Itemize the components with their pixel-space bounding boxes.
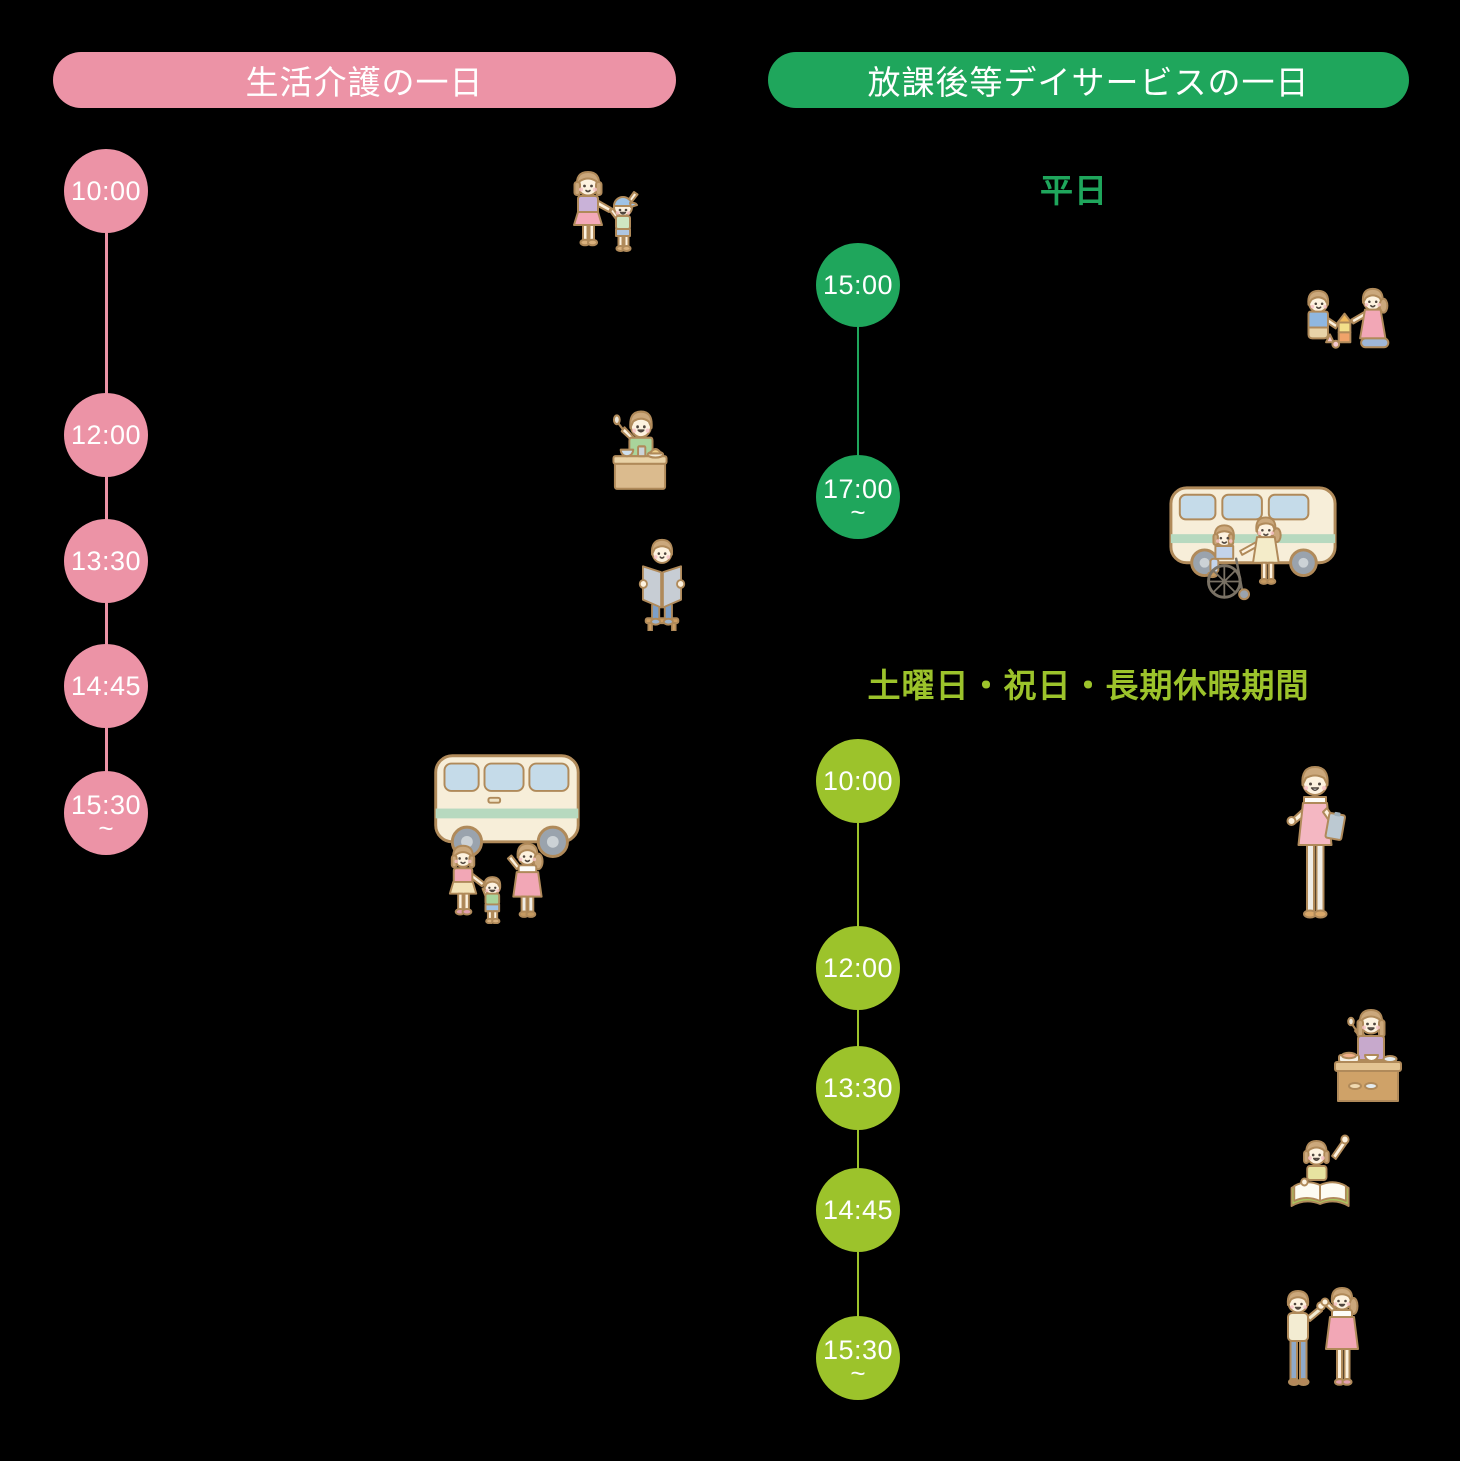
time-label: 17:00 [822, 474, 894, 505]
van-wheelchair-pickup-icon [1169, 486, 1337, 601]
staff-with-clipboard-icon [1286, 766, 1346, 919]
child-reading-icon [638, 538, 686, 631]
van-family-sendoff-icon [434, 754, 580, 924]
mother-and-child-icon [573, 171, 639, 252]
holiday-time-13-30: 13:30 [816, 1046, 900, 1130]
holiday-subheader: 土曜日・祝日・長期休暇期間 [867, 667, 1310, 704]
life-care-header: 生活介護の一日 [53, 52, 676, 108]
life-care-time-12-00: 12:00 [64, 393, 148, 477]
weekday-timeline-line [857, 285, 859, 497]
life-care-time-15-30: 15:30 ~ [64, 771, 148, 855]
time-label: 15:30 [822, 1335, 894, 1366]
holiday-time-15-30: 15:30 ~ [816, 1316, 900, 1400]
time-label: 15:00 [822, 269, 894, 300]
time-suffix: ~ [850, 1358, 866, 1389]
woman-eating-lunch-icon [1334, 1009, 1402, 1102]
after-school-header-label: 放課後等デイサービスの一日 [867, 64, 1310, 101]
child-eating-lunch-icon [612, 410, 668, 490]
time-label: 13:30 [822, 1072, 894, 1103]
life-care-time-13-30: 13:30 [64, 519, 148, 603]
weekday-time-15-00: 15:00 [816, 243, 900, 327]
weekday-time-17-00: 17:00 ~ [816, 455, 900, 539]
time-label: 14:45 [70, 670, 142, 701]
time-suffix: ~ [850, 497, 866, 528]
time-label: 10:00 [70, 175, 142, 206]
time-label: 10:00 [822, 765, 894, 796]
life-care-time-14-45: 14:45 [64, 644, 148, 728]
time-suffix: ~ [98, 813, 114, 844]
time-label: 15:30 [70, 790, 142, 821]
time-label: 12:00 [70, 419, 142, 450]
life-care-time-10-00: 10:00 [64, 149, 148, 233]
after-school-header: 放課後等デイサービスの一日 [768, 52, 1409, 108]
time-label: 12:00 [822, 952, 894, 983]
holiday-time-10-00: 10:00 [816, 739, 900, 823]
child-playing-blocks-icon [1307, 287, 1390, 349]
life-care-timeline-line [104, 191, 108, 813]
girl-reading-book-icon [1290, 1134, 1350, 1207]
children-waving-goodbye-icon [1286, 1287, 1359, 1386]
holiday-time-14-45: 14:45 [816, 1168, 900, 1252]
life-care-header-label: 生活介護の一日 [245, 64, 484, 101]
holiday-time-12-00: 12:00 [816, 926, 900, 1010]
time-label: 13:30 [70, 545, 142, 576]
weekday-subheader: 平日 [1040, 172, 1108, 209]
time-label: 14:45 [822, 1194, 894, 1225]
